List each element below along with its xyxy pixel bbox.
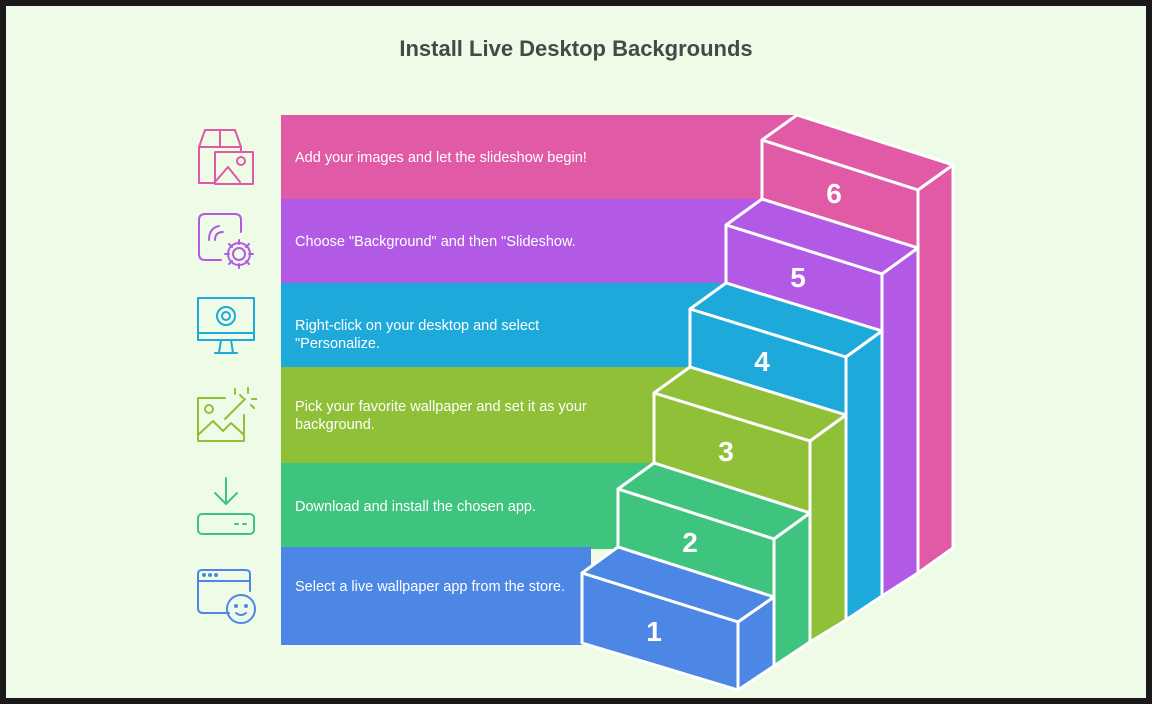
step-2-band <box>281 463 661 549</box>
step-5-band <box>281 199 761 285</box>
page-title: Install Live Desktop Backgrounds <box>399 36 753 61</box>
step-1-side <box>736 595 776 692</box>
step-4-number: 4 <box>754 346 770 377</box>
step-6-band <box>281 115 801 201</box>
step-1-number: 1 <box>646 616 662 647</box>
image-magic-icon <box>195 385 257 447</box>
step-3-band <box>281 367 691 464</box>
step-5-text: Choose "Background" and then "Slideshow. <box>295 234 576 250</box>
step-2-side <box>772 511 812 668</box>
step-4-band <box>281 283 731 369</box>
box-image-icon <box>195 127 257 189</box>
step-6-number: 6 <box>826 178 842 209</box>
step-2-text: Download and install the chosen app. <box>295 499 537 515</box>
step-2-number: 2 <box>682 527 698 558</box>
step-1-text: Select a live wallpaper app from the sto… <box>295 579 565 595</box>
step-3-number: 3 <box>718 436 734 467</box>
step-5-number: 5 <box>790 262 806 293</box>
monitor-gear-icon <box>195 295 257 357</box>
settings-gear-icon <box>195 210 257 272</box>
step-3-side <box>808 413 848 644</box>
download-icon <box>195 475 257 537</box>
step-6-text: Add your images and let the slideshow be… <box>295 150 587 166</box>
step-3-text: Pick your favorite wallpaper and set it … <box>295 399 587 433</box>
step-4-side <box>844 329 884 622</box>
step-6-side <box>916 163 955 575</box>
step-5-side <box>880 246 920 598</box>
app-window-face-icon <box>195 567 257 629</box>
step-1-band <box>281 547 591 645</box>
step-4-text: Right-click on your desktop and select "… <box>295 318 540 352</box>
